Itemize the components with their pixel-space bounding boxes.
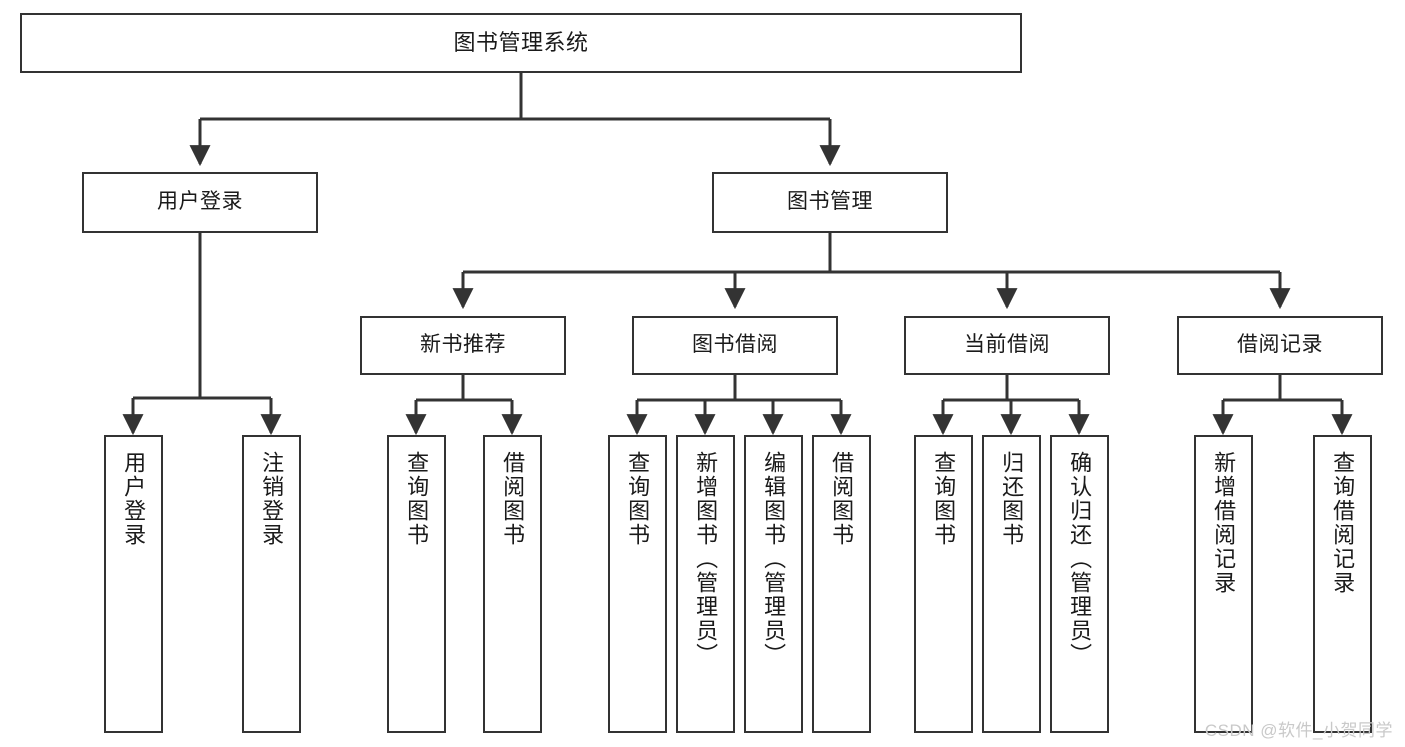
node-label: 编辑图书（管理员） [761, 451, 787, 667]
leaf-borrow-record-add[interactable]: 新增借阅记录 [1194, 435, 1253, 733]
leaf-user-login-logout[interactable]: 注销登录 [242, 435, 301, 733]
node-label: 当前借阅 [964, 333, 1050, 357]
node-label: 确认归还（管理员） [1067, 451, 1093, 667]
node-label: 查询借阅记录 [1330, 451, 1356, 595]
csdn-watermark: CSDN @软件_小贺同学 [1204, 721, 1393, 740]
node-book-borrowing[interactable]: 图书借阅 [632, 316, 838, 375]
node-label: 查询图书 [404, 451, 430, 547]
node-label: 图书管理 [787, 190, 873, 214]
leaf-current-borrow-confirm-return[interactable]: 确认归还（管理员） [1050, 435, 1109, 733]
leaf-book-borrow-query[interactable]: 查询图书 [608, 435, 667, 733]
node-label: 用户登录 [121, 451, 147, 547]
node-label: 新书推荐 [420, 333, 506, 357]
leaf-current-borrow-return[interactable]: 归还图书 [982, 435, 1041, 733]
node-label: 借阅记录 [1237, 333, 1323, 357]
node-label: 新增借阅记录 [1211, 451, 1237, 595]
leaf-book-borrow-add[interactable]: 新增图书（管理员） [676, 435, 735, 733]
leaf-book-borrow-borrow[interactable]: 借阅图书 [812, 435, 871, 733]
node-label: 用户登录 [157, 190, 243, 214]
node-label: 图书管理系统 [453, 30, 589, 56]
leaf-new-book-query[interactable]: 查询图书 [387, 435, 446, 733]
node-label: 注销登录 [259, 451, 285, 547]
node-book-management[interactable]: 图书管理 [712, 172, 948, 233]
leaf-new-book-borrow[interactable]: 借阅图书 [483, 435, 542, 733]
node-current-borrowing[interactable]: 当前借阅 [904, 316, 1110, 375]
leaf-book-borrow-edit[interactable]: 编辑图书（管理员） [744, 435, 803, 733]
leaf-current-borrow-query[interactable]: 查询图书 [914, 435, 973, 733]
node-label: 图书借阅 [692, 333, 778, 357]
node-borrowing-record[interactable]: 借阅记录 [1177, 316, 1383, 375]
node-user-login[interactable]: 用户登录 [82, 172, 318, 233]
leaf-user-login-login[interactable]: 用户登录 [104, 435, 163, 733]
node-label: 查询图书 [625, 451, 651, 547]
node-label: 借阅图书 [829, 451, 855, 547]
node-label: 新增图书（管理员） [693, 451, 719, 667]
leaf-borrow-record-query[interactable]: 查询借阅记录 [1313, 435, 1372, 733]
node-root-book-management-system[interactable]: 图书管理系统 [20, 13, 1022, 73]
node-label: 查询图书 [931, 451, 957, 547]
node-new-book-recommendation[interactable]: 新书推荐 [360, 316, 566, 375]
node-label: 归还图书 [999, 451, 1025, 547]
node-label: 借阅图书 [500, 451, 526, 547]
